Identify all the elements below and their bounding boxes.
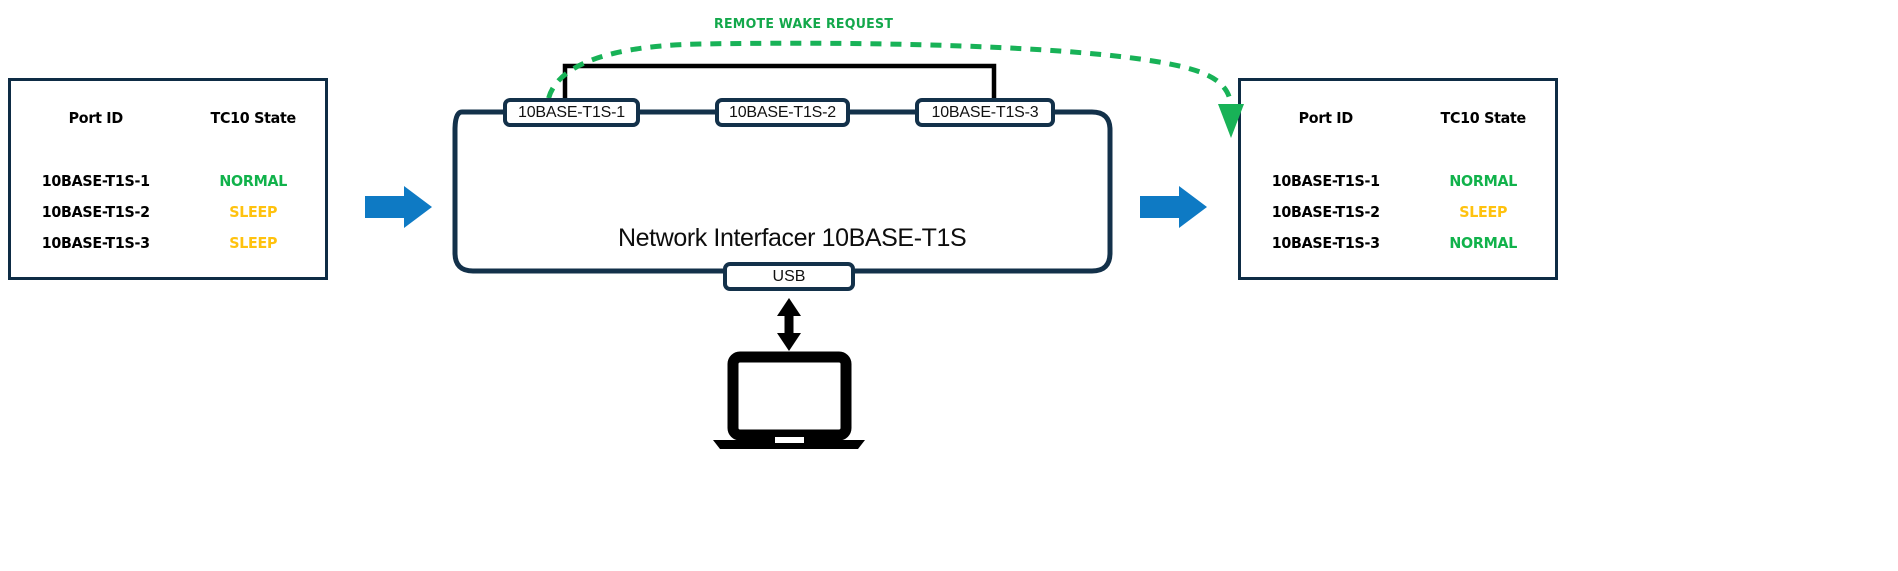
network-interfacer-enclosure xyxy=(452,109,1113,274)
right-panel-rows: 10BASE-T1S-1 NORMAL 10BASE-T1S-2 SLEEP 1… xyxy=(1241,165,1555,258)
left-row-1-state: SLEEP xyxy=(228,202,277,221)
blue-right-arrow-icon-left xyxy=(365,186,432,228)
table-row: 10BASE-T1S-2 SLEEP xyxy=(1241,196,1555,227)
double-headed-vertical-arrow-icon xyxy=(777,298,801,351)
left-panel-header-row: Port ID TC10 State xyxy=(11,109,325,127)
port-box-10base-t1s-3[interactable]: 10BASE-T1S-3 xyxy=(915,98,1055,127)
table-row: 10BASE-T1S-3 SLEEP xyxy=(11,227,325,258)
right-row-0-state: NORMAL xyxy=(1448,171,1517,190)
right-header-port-id: Port ID xyxy=(1298,109,1354,127)
right-row-2-state: NORMAL xyxy=(1448,233,1517,252)
port-box-10base-t1s-1[interactable]: 10BASE-T1S-1 xyxy=(503,98,640,127)
left-row-1-port: 10BASE-T1S-2 xyxy=(41,202,150,221)
table-row: 10BASE-T1S-1 NORMAL xyxy=(11,165,325,196)
usb-port-box[interactable]: USB xyxy=(723,262,855,291)
left-panel-rows: 10BASE-T1S-1 NORMAL 10BASE-T1S-2 SLEEP 1… xyxy=(11,165,325,258)
right-state-panel: Port ID TC10 State 10BASE-T1S-1 NORMAL 1… xyxy=(1238,78,1558,280)
left-row-2-port: 10BASE-T1S-3 xyxy=(41,233,150,252)
wake-wire-bracket xyxy=(562,63,997,100)
left-header-tc10-state: TC10 State xyxy=(210,109,296,127)
right-row-0-port: 10BASE-T1S-1 xyxy=(1271,171,1380,190)
green-dashed-curved-arrow-icon xyxy=(544,40,1244,138)
right-panel-header-row: Port ID TC10 State xyxy=(1241,109,1555,127)
left-header-port-id: Port ID xyxy=(68,109,124,127)
left-row-0-state: NORMAL xyxy=(218,171,287,190)
table-row: 10BASE-T1S-3 NORMAL xyxy=(1241,227,1555,258)
device-title-label: Network Interfacer 10BASE-T1S xyxy=(618,224,967,252)
left-state-panel: Port ID TC10 State 10BASE-T1S-1 NORMAL 1… xyxy=(8,78,328,280)
right-row-1-port: 10BASE-T1S-2 xyxy=(1271,202,1380,221)
right-row-2-port: 10BASE-T1S-3 xyxy=(1271,233,1380,252)
right-header-tc10-state: TC10 State xyxy=(1440,109,1526,127)
laptop-icon xyxy=(713,351,865,449)
table-row: 10BASE-T1S-2 SLEEP xyxy=(11,196,325,227)
blue-right-arrow-icon-right xyxy=(1140,186,1207,228)
left-row-0-port: 10BASE-T1S-1 xyxy=(41,171,150,190)
left-row-2-state: SLEEP xyxy=(228,233,277,252)
right-row-1-state: SLEEP xyxy=(1458,202,1507,221)
port-box-10base-t1s-2[interactable]: 10BASE-T1S-2 xyxy=(715,98,850,127)
table-row: 10BASE-T1S-1 NORMAL xyxy=(1241,165,1555,196)
remote-wake-request-label: REMOTE WAKE REQUEST xyxy=(714,16,894,32)
